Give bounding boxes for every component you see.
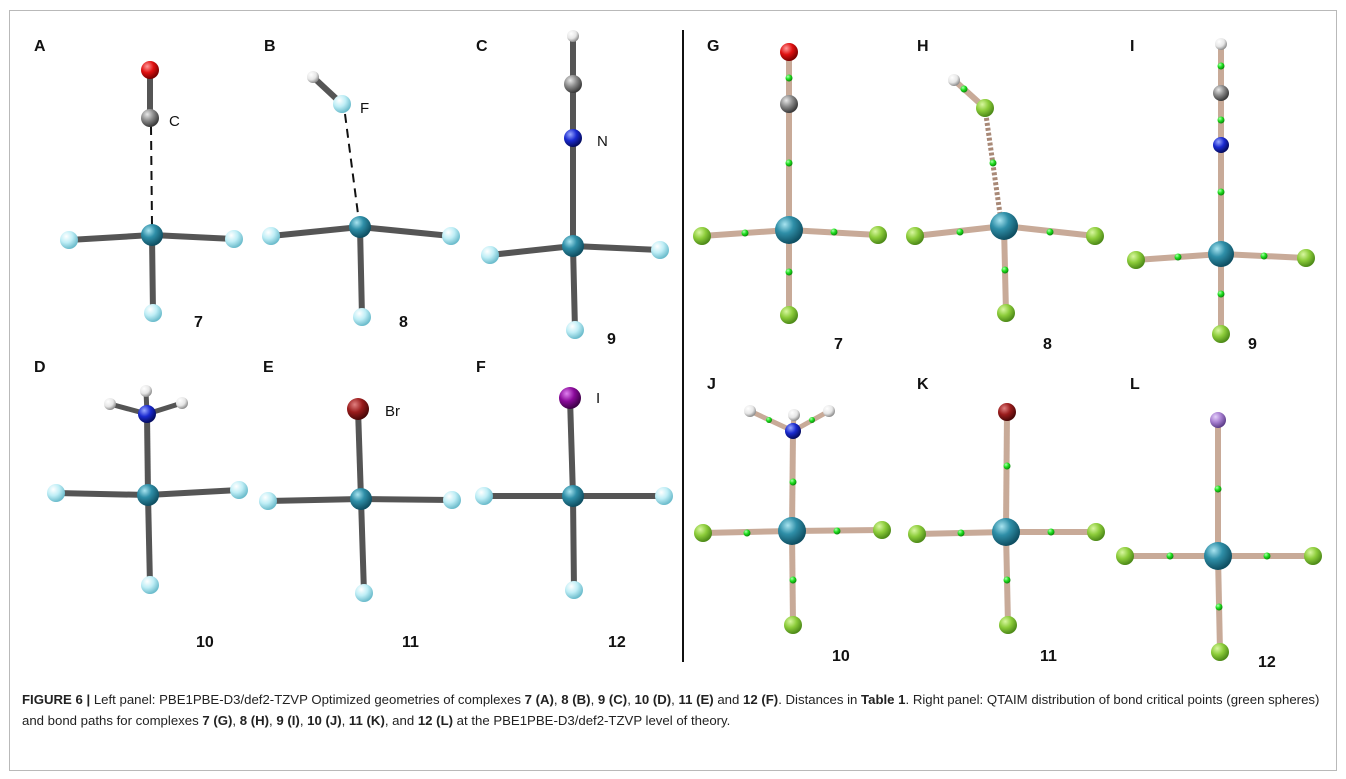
panel-letter-j: J (707, 376, 716, 393)
figure-graphic: A C 7 B F 8 C N 9 (34, 30, 1322, 671)
caption-ref-11k: 11 (K) (348, 712, 385, 728)
caption-text-1: Left panel: PBE1PBE-D3/def2-TZVP Optimiz… (90, 692, 525, 707)
panel-h-qtaim (906, 74, 1104, 322)
compound-number-12-left: 12 (608, 634, 626, 651)
compound-number-11-left: 11 (402, 634, 419, 651)
compound-number-11-right: 11 (1040, 648, 1057, 665)
compound-number-9-right: 9 (1248, 336, 1257, 353)
panel-letter-e: E (263, 359, 274, 376)
panel-e-molecule (259, 398, 461, 602)
caption-text-3: . Right panel: QTAIM distribution of bon… (22, 692, 1320, 728)
atom-label-f: F (360, 100, 369, 117)
caption-ref-12l: 12 (L) (417, 712, 454, 728)
caption-ref-9i: 9 (I) (276, 712, 300, 728)
panel-letter-l: L (1130, 376, 1140, 393)
caption-sep: , (553, 692, 562, 707)
panel-i-qtaim (1127, 38, 1315, 343)
panel-l-qtaim (1116, 412, 1322, 661)
caption-sep: , (341, 712, 349, 728)
compound-number-9-left: 9 (607, 331, 616, 348)
panel-letter-f: F (476, 359, 486, 376)
panel-d-molecule (47, 385, 248, 594)
caption-text-4: at the PBE1PBE-D3/def2-TZVP level of the… (453, 712, 731, 728)
compound-number-8-right: 8 (1043, 336, 1052, 353)
panel-letter-d: D (34, 359, 46, 376)
caption-ref-8h: 8 (H) (239, 712, 270, 728)
panel-letter-g: G (707, 38, 719, 55)
caption-sep: and (713, 692, 744, 707)
caption-ref-10j: 10 (J) (307, 712, 342, 728)
panel-letter-h: H (917, 38, 929, 55)
caption-ref-7g: 7 (G) (202, 712, 233, 728)
panel-f-molecule (475, 387, 673, 599)
panel-letter-c: C (476, 38, 488, 55)
compound-number-8-left: 8 (399, 314, 408, 331)
panel-letter-b: B (264, 38, 276, 55)
panel-k-qtaim (908, 403, 1105, 634)
atom-label-i: I (596, 390, 600, 407)
panel-letter-a: A (34, 38, 46, 55)
panel-letter-i: I (1130, 38, 1134, 55)
caption-ref-7a: 7 (A) (524, 692, 554, 707)
caption-ref-9c: 9 (C) (597, 692, 628, 707)
caption-sep: , (299, 712, 308, 728)
compound-number-10-left: 10 (196, 634, 214, 651)
caption-sep: , (590, 692, 598, 707)
atom-label-n: N (597, 133, 608, 150)
atom-label-br: Br (385, 403, 400, 420)
caption-table-ref: Table 1 (861, 692, 906, 707)
panel-c-molecule (481, 30, 669, 339)
caption-sep: , (671, 692, 679, 707)
caption-sep: , (627, 692, 635, 707)
compound-number-12-right: 12 (1258, 654, 1276, 671)
caption-ref-10d: 10 (D) (634, 692, 672, 707)
compound-number-7-right: 7 (834, 336, 843, 353)
caption-ref-11e: 11 (E) (678, 692, 714, 707)
panel-b-molecule (262, 71, 460, 326)
caption-text-2: . Distances in (778, 692, 862, 707)
panel-letter-k: K (917, 376, 929, 393)
caption-sep: , (269, 712, 277, 728)
caption-sep: , and (384, 712, 418, 728)
compound-number-7-left: 7 (194, 314, 203, 331)
caption-sep: , (232, 712, 240, 728)
compound-number-10-right: 10 (832, 648, 850, 665)
atom-label-c: C (169, 113, 180, 130)
caption-ref-12f: 12 (F) (743, 692, 779, 707)
panel-j-qtaim (694, 405, 891, 634)
figure-caption: FIGURE 6 | Left panel: PBE1PBE-D3/def2-T… (22, 690, 1327, 731)
figure-label: FIGURE 6 | (22, 692, 91, 707)
panel-a-molecule (60, 61, 243, 322)
caption-ref-8b: 8 (B) (561, 692, 591, 707)
figure-frame (9, 10, 1337, 771)
panel-g-qtaim (693, 43, 887, 324)
